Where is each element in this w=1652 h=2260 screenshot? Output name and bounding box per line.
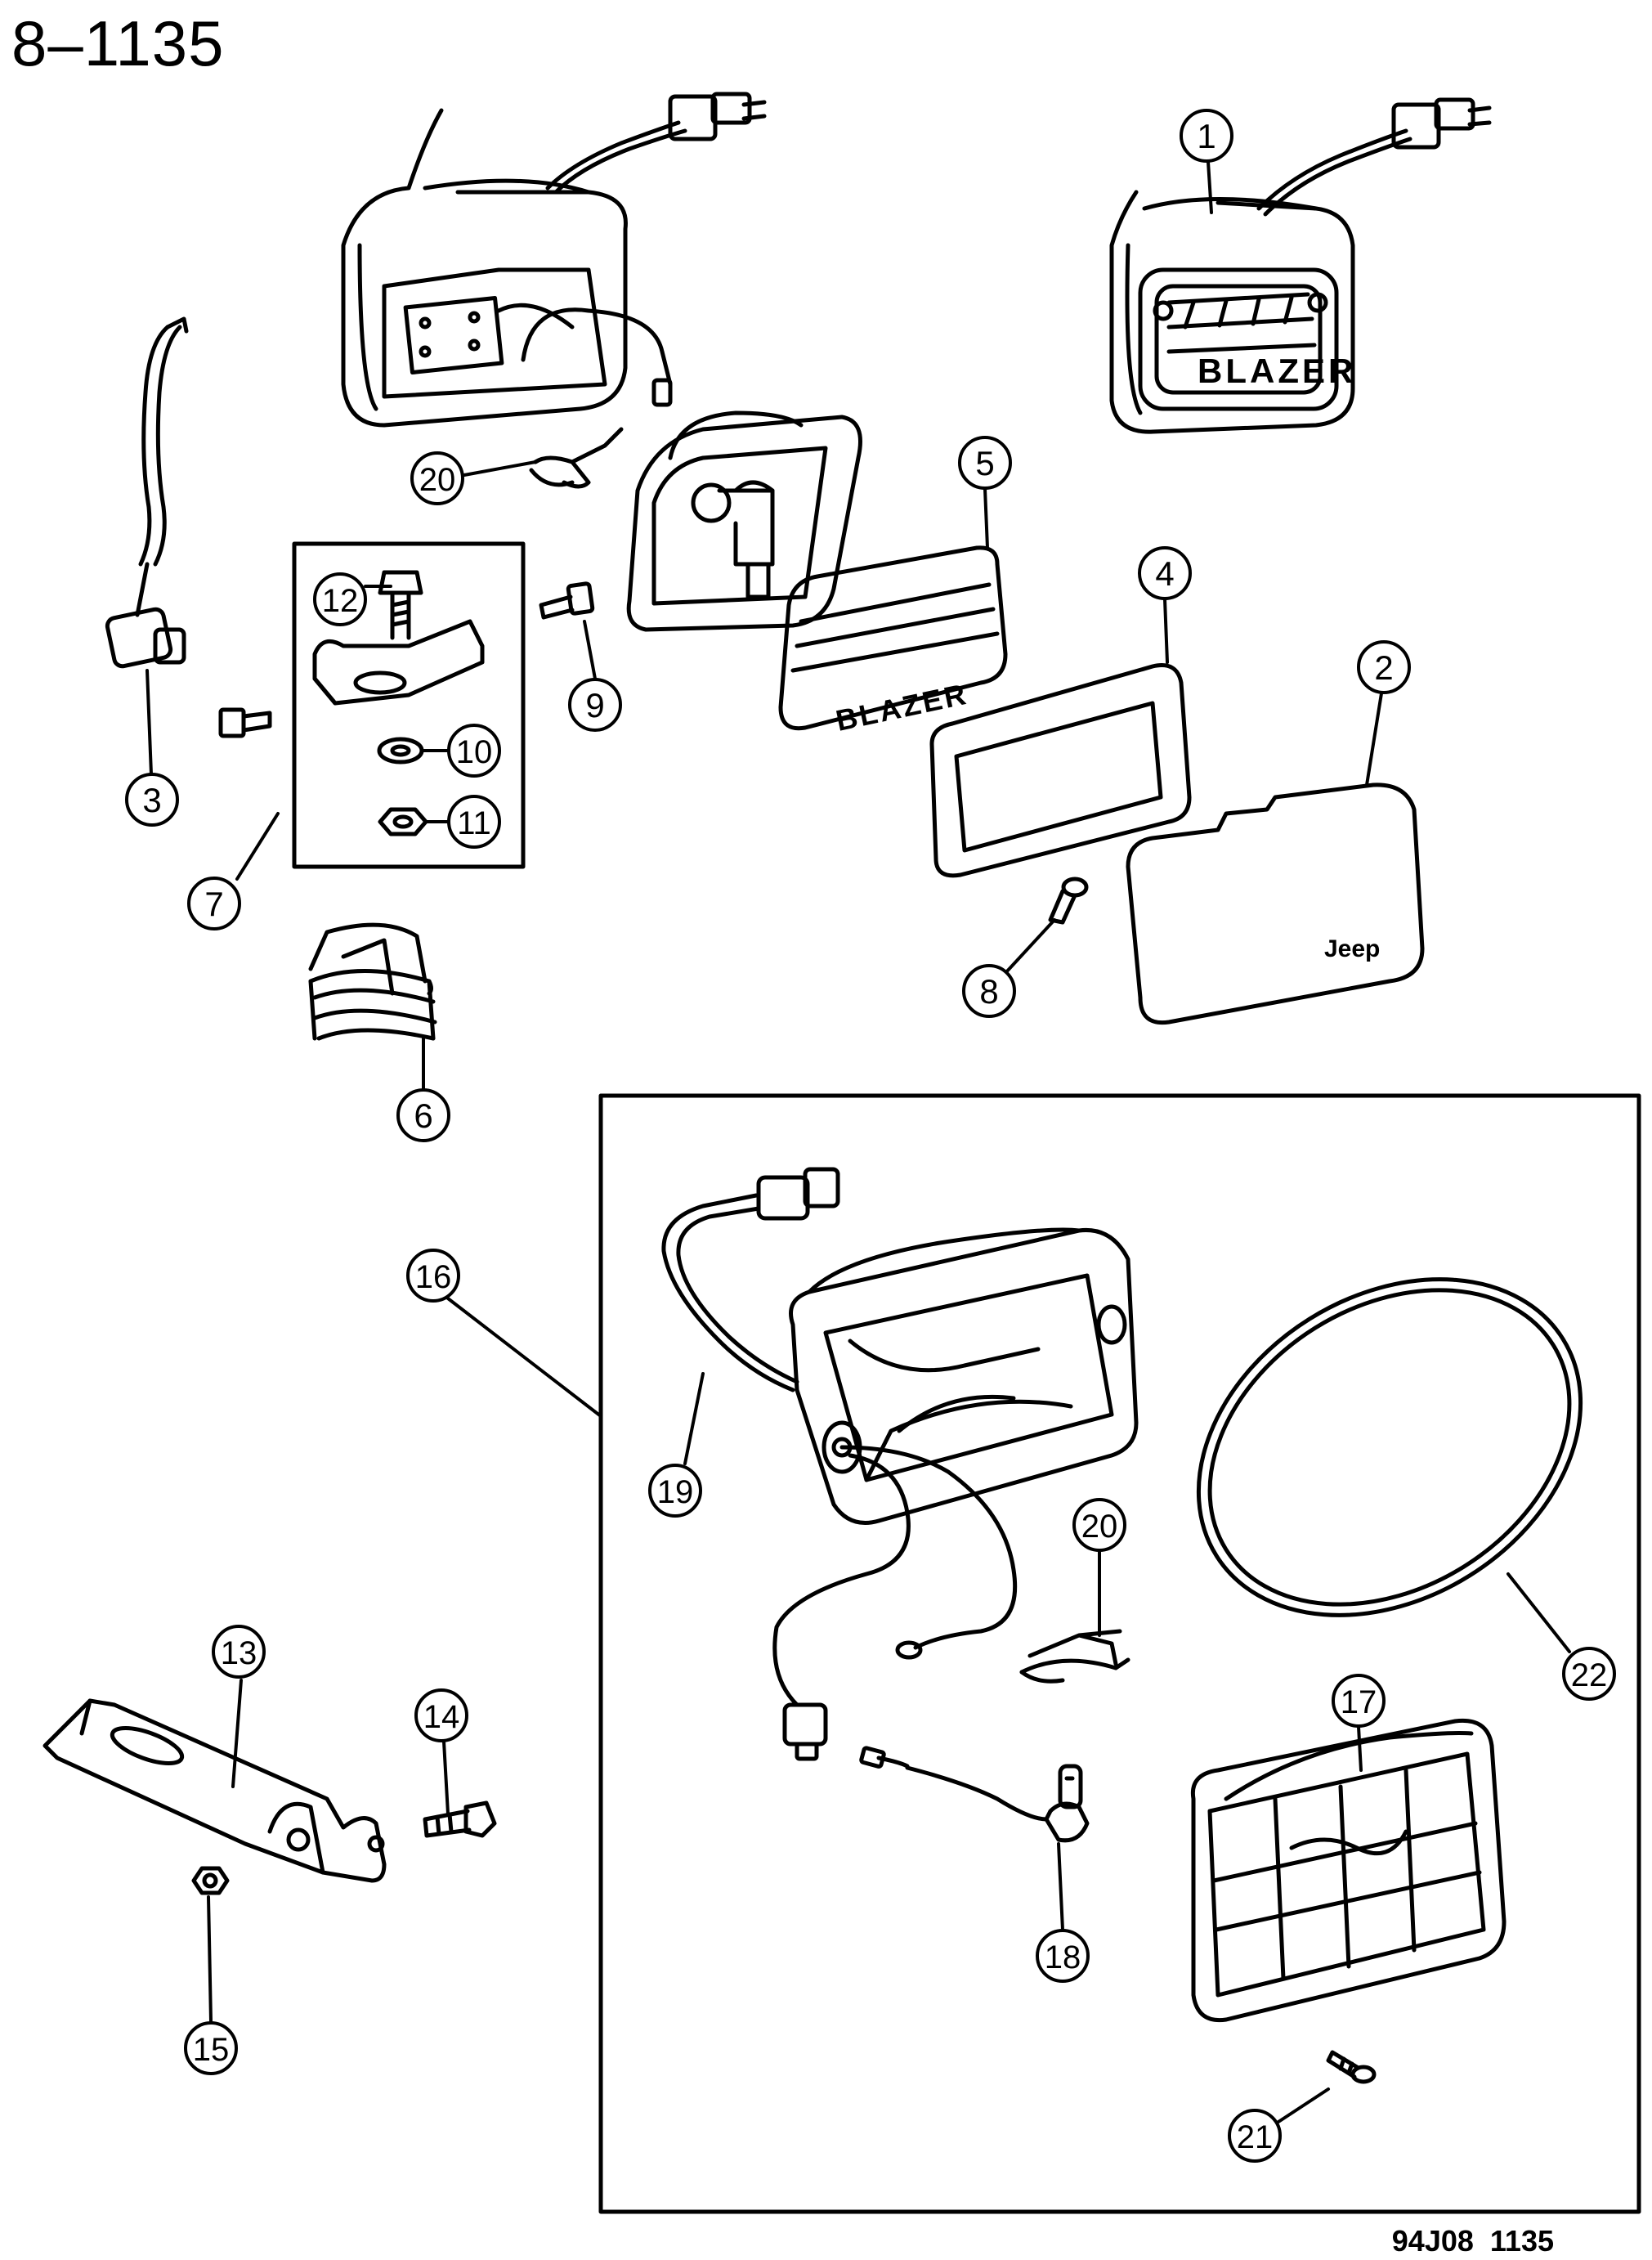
page-number: 8–1135 xyxy=(11,7,225,79)
callout-18-label: 18 xyxy=(1045,1939,1081,1975)
callout-16-label: 16 xyxy=(415,1259,452,1295)
wiring-harness xyxy=(661,1167,1049,1822)
callout-8: 8 xyxy=(962,964,1016,1018)
callout-14-label: 14 xyxy=(423,1699,460,1735)
callout-7-label: 7 xyxy=(204,885,223,923)
o-ring-gasket xyxy=(1196,1277,1583,1617)
callout-3: 3 xyxy=(125,773,179,827)
callout-14: 14 xyxy=(414,1688,468,1742)
lamp-housing-rear xyxy=(341,92,767,428)
lamp-reflector-body xyxy=(626,410,862,632)
callout-20-kit: 20 xyxy=(1072,1498,1126,1552)
callout-3-label: 3 xyxy=(142,781,161,819)
callout-2-label: 2 xyxy=(1374,648,1393,687)
callout-19-label: 19 xyxy=(657,1474,694,1510)
cover-2: Jeep xyxy=(1126,782,1425,1025)
callout-10: 10 xyxy=(447,724,501,778)
callout-20-top-label: 20 xyxy=(419,462,456,498)
callout-22-label: 22 xyxy=(1571,1657,1608,1693)
bolt-9 xyxy=(539,581,595,620)
cover-logo-text: Jeep xyxy=(1324,935,1380,962)
small-bolt xyxy=(218,707,272,738)
callout-21: 21 xyxy=(1228,2109,1282,2163)
callout-19: 19 xyxy=(648,1464,702,1518)
callout-8-label: 8 xyxy=(979,972,998,1011)
callout-5: 5 xyxy=(958,436,1012,490)
callout-17: 17 xyxy=(1332,1674,1386,1728)
callout-1: 1 xyxy=(1180,109,1233,163)
callout-2: 2 xyxy=(1357,640,1411,694)
retaining-clip-top xyxy=(529,427,624,489)
callout-20-kit-label: 20 xyxy=(1081,1509,1118,1545)
callout-13-label: 13 xyxy=(221,1635,257,1671)
screw-8 xyxy=(1048,877,1089,925)
leader-lines xyxy=(146,160,1571,2123)
callout-22: 22 xyxy=(1562,1647,1616,1701)
callout-12-label: 12 xyxy=(322,583,359,619)
bulb-pigtail xyxy=(105,316,189,669)
gasket-4 xyxy=(929,663,1192,878)
callout-11: 11 xyxy=(447,795,501,849)
rubber-boot xyxy=(308,922,437,1041)
callout-9: 9 xyxy=(568,678,622,732)
nut-15 xyxy=(191,1866,230,1895)
lens-17 xyxy=(1190,1718,1506,2023)
callout-12: 12 xyxy=(313,572,367,626)
callout-1-label: 1 xyxy=(1197,117,1215,155)
callout-10-label: 10 xyxy=(456,734,493,770)
callout-5-label: 5 xyxy=(975,444,994,482)
callout-4: 4 xyxy=(1138,546,1192,600)
callout-6: 6 xyxy=(396,1088,450,1142)
callout-15-label: 15 xyxy=(193,2032,230,2068)
callouts: 1 2 3 4 5 6 7 8 9 10 11 12 13 14 15 16 1… xyxy=(125,109,1616,2163)
drawing-number: 94J08 1135 xyxy=(1391,2224,1554,2258)
callout-21-label: 21 xyxy=(1237,2119,1274,2155)
lens-brand-text: BLAZER xyxy=(1198,352,1356,390)
callout-16: 16 xyxy=(406,1249,460,1303)
lamp-housing-kit xyxy=(789,1227,1139,1525)
callout-4-label: 4 xyxy=(1155,554,1174,593)
callout-7: 7 xyxy=(187,877,241,930)
callout-17-label: 17 xyxy=(1341,1684,1377,1720)
callout-11-label: 11 xyxy=(457,805,491,841)
service-kit-box xyxy=(598,1093,1641,2214)
callout-13: 13 xyxy=(212,1625,266,1679)
bolt-14 xyxy=(423,1800,497,1838)
screw-21 xyxy=(1326,2050,1377,2084)
callout-15: 15 xyxy=(184,2021,238,2075)
callout-18: 18 xyxy=(1036,1929,1090,1983)
mounting-bracket-13 xyxy=(43,1698,387,1883)
retaining-clip-kit xyxy=(1019,1629,1130,1684)
lens-brand-text-2: BLAZER xyxy=(833,677,971,738)
bulb-18 xyxy=(1044,1764,1090,1843)
lens-5: BLAZER xyxy=(778,545,1008,738)
callout-20-top: 20 xyxy=(410,451,464,505)
callout-6-label: 6 xyxy=(414,1096,432,1135)
callout-9-label: 9 xyxy=(585,686,604,724)
fog-lamp-assembly: BLAZER xyxy=(1109,97,1492,434)
